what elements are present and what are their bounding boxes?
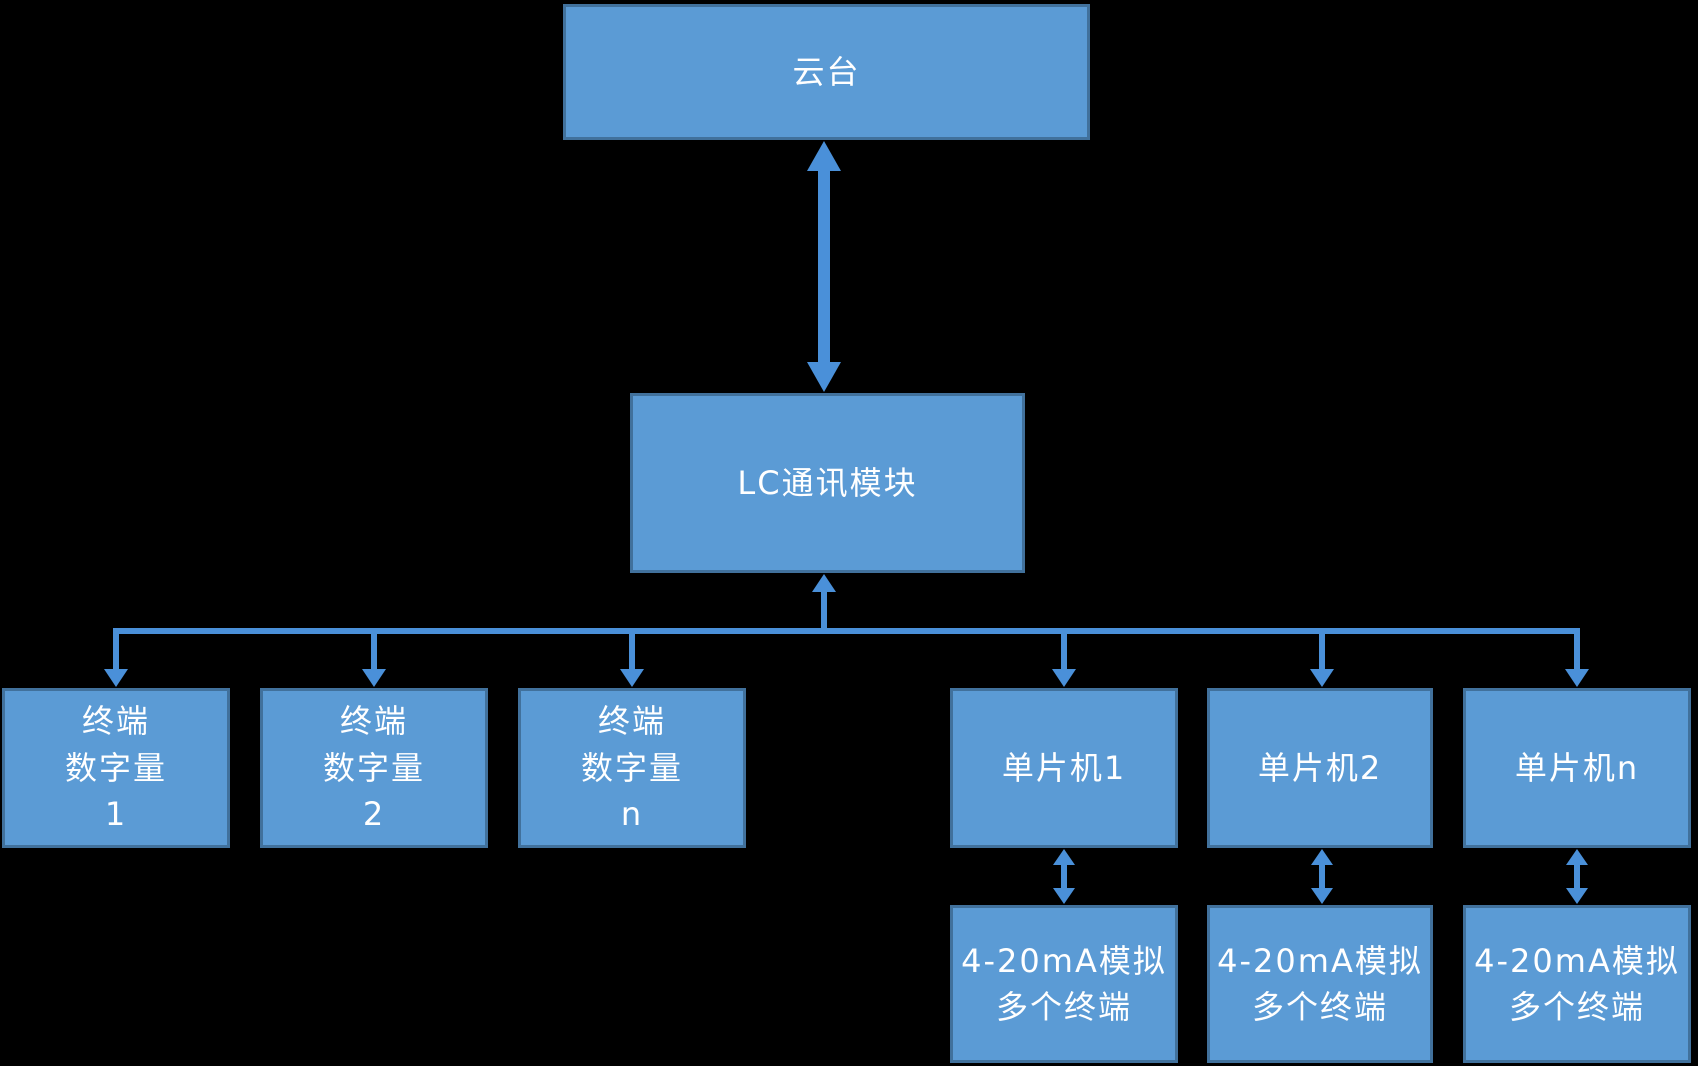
bus-drop-head-terminal-n	[620, 669, 644, 687]
arrow-mcu1-analog-up-head	[1053, 849, 1075, 865]
arrow-cloud-lc-up-head	[807, 141, 841, 171]
node-mcu-2-label: 单片机2	[1257, 748, 1383, 787]
node-analog-terminal-1-label: 4-20mA模拟 多个终端	[961, 941, 1167, 1026]
arrow-mcu2-analog-down-head	[1311, 888, 1333, 904]
bus-drop-head-terminal-2	[362, 669, 386, 687]
bus-drop-shaft-mcu-2	[1319, 631, 1325, 671]
bus-line	[113, 628, 1580, 634]
arrow-mcu2-analog-up-head	[1311, 849, 1333, 865]
arrow-mcu1-analog-down-head	[1053, 888, 1075, 904]
node-analog-terminal-2: 4-20mA模拟 多个终端	[1207, 905, 1433, 1063]
arrow-cloud-lc-shaft	[818, 168, 830, 365]
node-mcu-2: 单片机2	[1207, 688, 1433, 848]
node-terminal-digital-1: 终端 数字量 1	[2, 688, 230, 848]
bus-drop-shaft-terminal-1	[113, 631, 119, 671]
node-analog-terminal-1: 4-20mA模拟 多个终端	[950, 905, 1178, 1063]
arrow-mcun-analog-up-head	[1566, 849, 1588, 865]
arrow-mcu2-analog-shaft	[1319, 863, 1325, 891]
node-cloud-platform-label: 云台	[792, 52, 861, 91]
bus-drop-shaft-terminal-2	[371, 631, 377, 671]
node-terminal-digital-1-label: 终端 数字量 1	[64, 702, 167, 834]
node-terminal-digital-2: 终端 数字量 2	[260, 688, 488, 848]
node-mcu-n-label: 单片机n	[1514, 748, 1640, 787]
bus-drop-head-terminal-1	[104, 669, 128, 687]
node-lc-module: LC通讯模块	[630, 393, 1025, 573]
bus-drop-head-mcu-n	[1565, 669, 1589, 687]
node-analog-terminal-n-label: 4-20mA模拟 多个终端	[1474, 941, 1680, 1026]
arrow-mcu1-analog-shaft	[1061, 863, 1067, 891]
arrow-bus-lc-shaft	[821, 590, 827, 632]
node-analog-terminal-n: 4-20mA模拟 多个终端	[1463, 905, 1691, 1063]
bus-drop-head-mcu-1	[1052, 669, 1076, 687]
bus-drop-shaft-terminal-n	[629, 631, 635, 671]
node-lc-module-label: LC通讯模块	[737, 463, 918, 502]
bus-drop-shaft-mcu-1	[1061, 631, 1067, 671]
bus-drop-shaft-mcu-n	[1574, 631, 1580, 671]
node-mcu-n: 单片机n	[1463, 688, 1691, 848]
node-mcu-1: 单片机1	[950, 688, 1178, 848]
arrow-mcun-analog-shaft	[1574, 863, 1580, 891]
node-terminal-digital-n: 终端 数字量 n	[518, 688, 746, 848]
node-terminal-digital-n-label: 终端 数字量 n	[580, 702, 683, 834]
node-analog-terminal-2-label: 4-20mA模拟 多个终端	[1217, 941, 1423, 1026]
arrow-bus-lc-up-head	[812, 574, 836, 592]
arrow-mcun-analog-down-head	[1566, 888, 1588, 904]
node-terminal-digital-2-label: 终端 数字量 2	[322, 702, 425, 834]
arrow-cloud-lc-down-head	[807, 362, 841, 392]
bus-drop-head-mcu-2	[1310, 669, 1334, 687]
node-cloud-platform: 云台	[563, 4, 1090, 140]
node-mcu-1-label: 单片机1	[1001, 748, 1127, 787]
